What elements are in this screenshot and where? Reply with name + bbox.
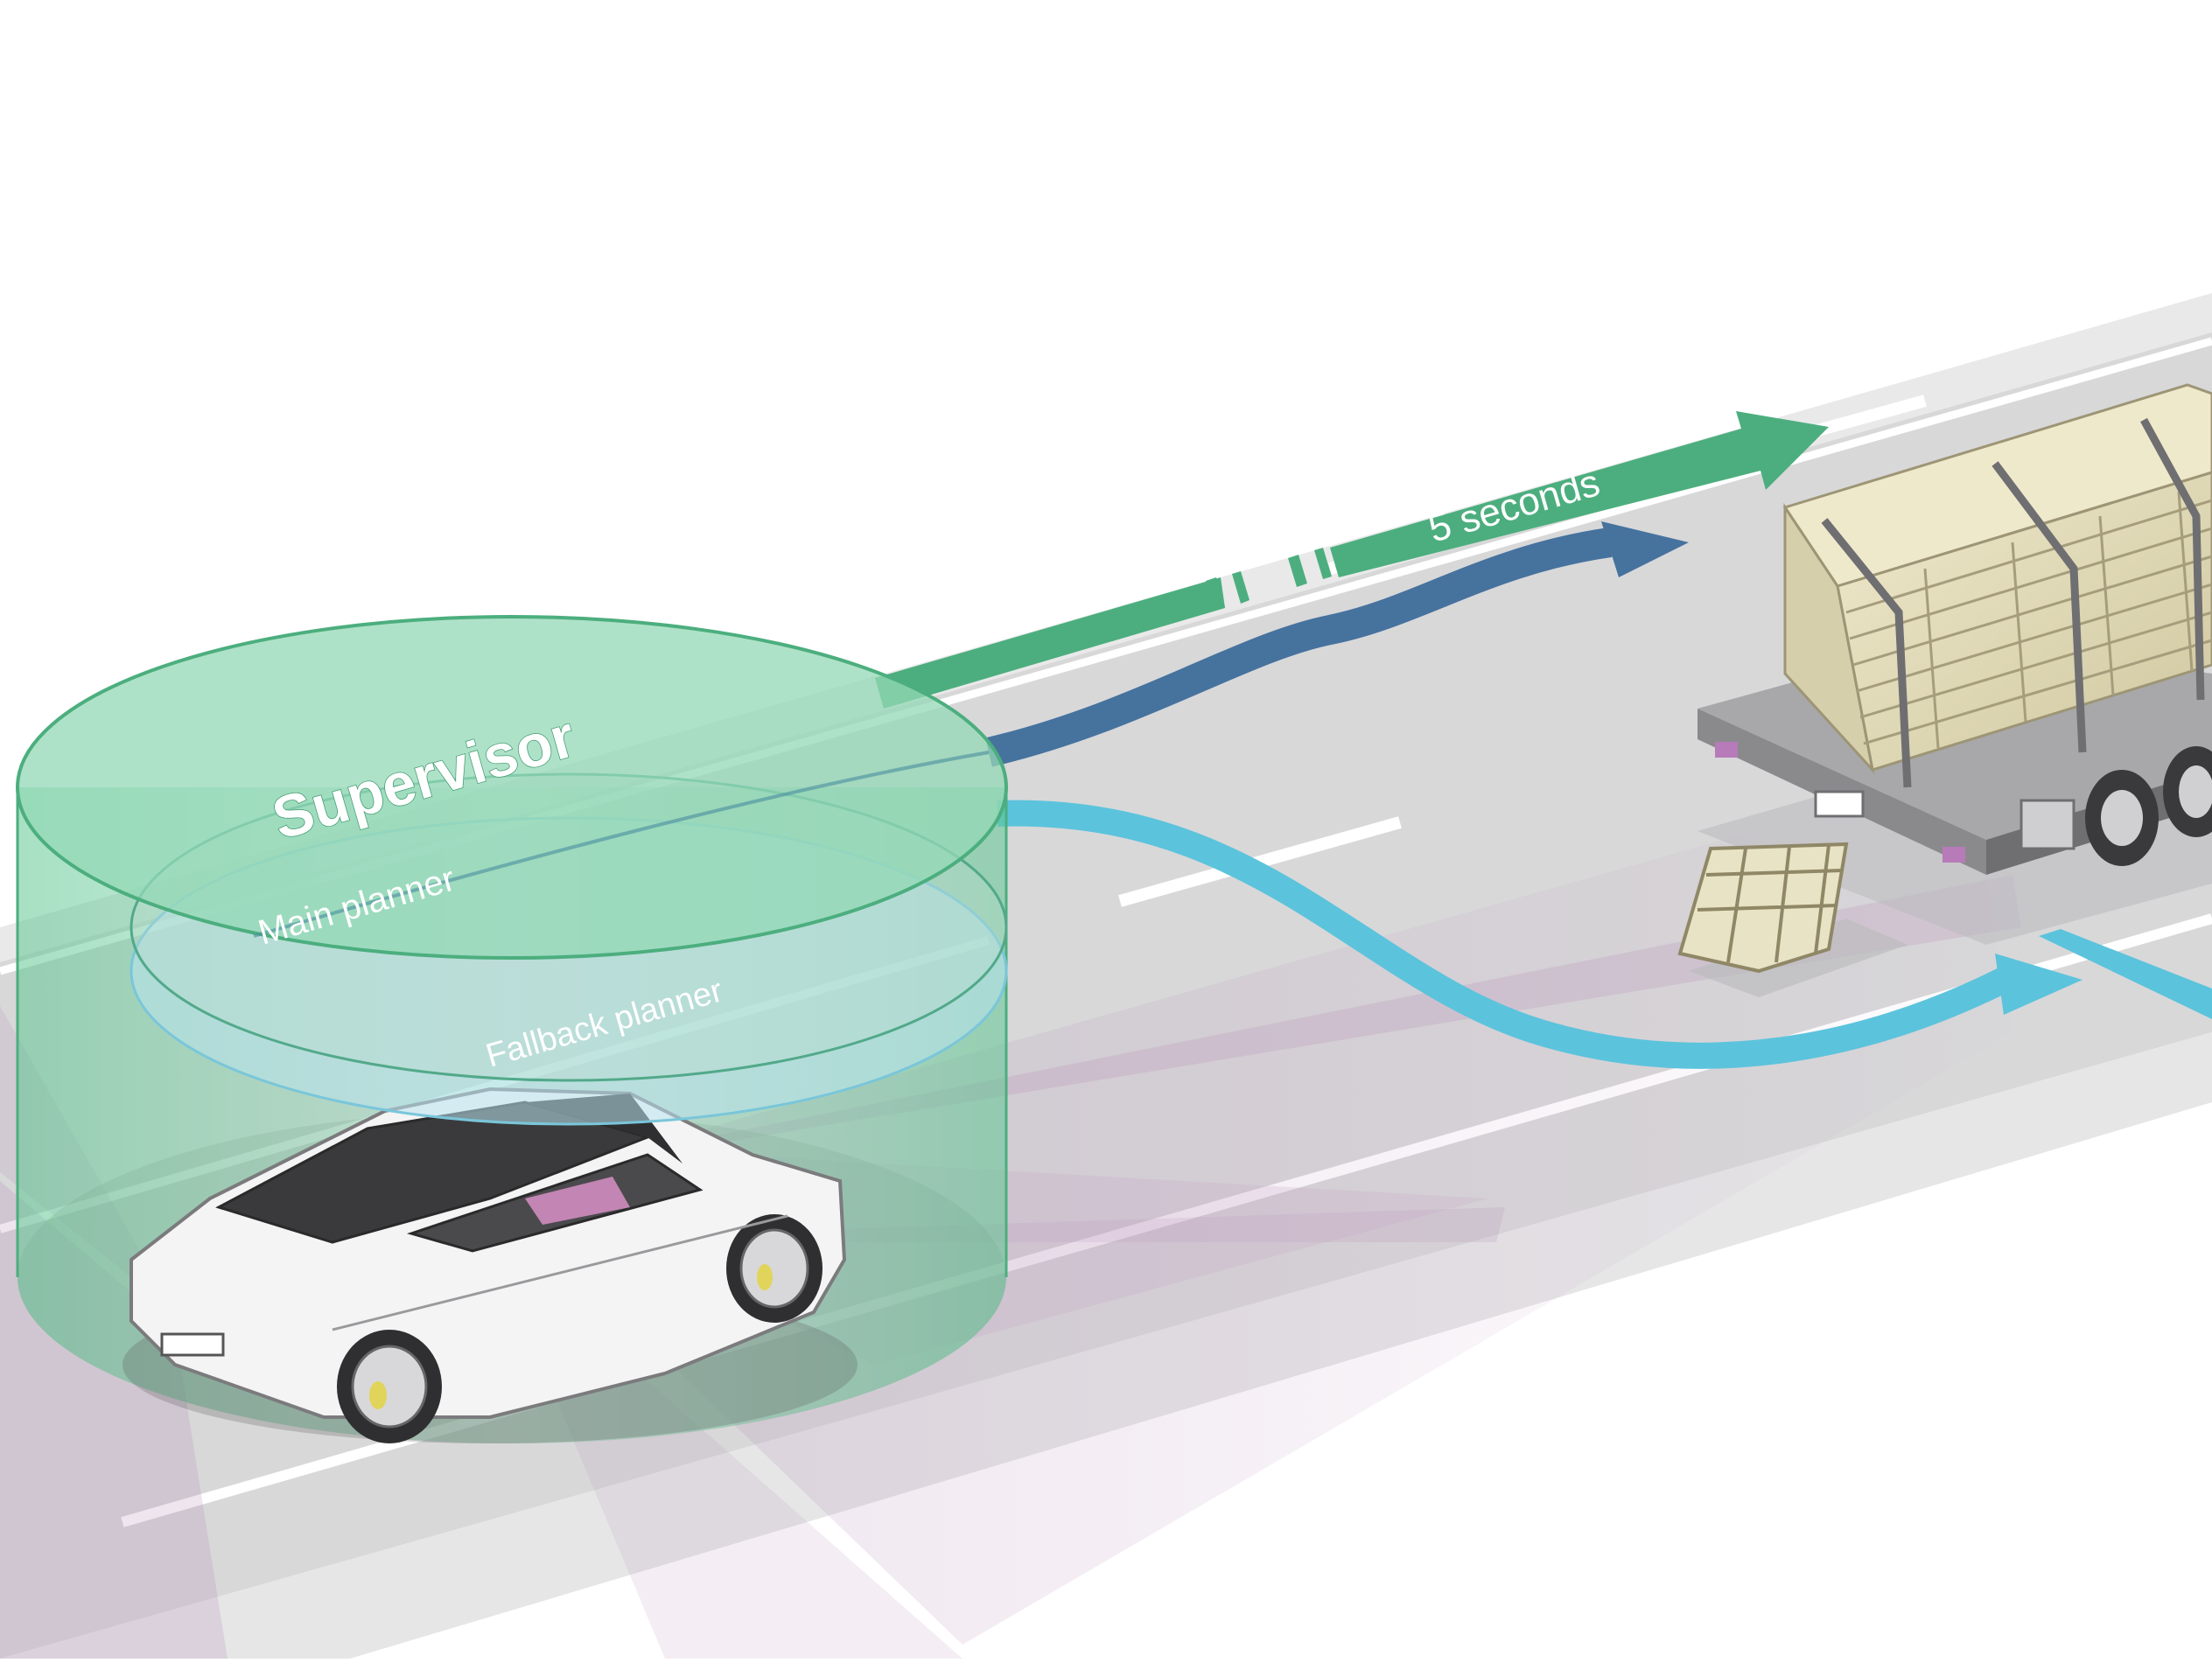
main-planner-path-line	[985, 528, 1613, 767]
pallet-icon	[1677, 842, 1908, 997]
horizon-arrow-break-2	[1232, 571, 1250, 604]
fallback-lane-arrow	[2039, 929, 2212, 1019]
dropped-pallet-slats	[1697, 844, 1843, 963]
car-license-plate	[160, 1332, 225, 1357]
car-wheel-front-rim	[739, 1228, 809, 1309]
car-wheel-front-caliper	[757, 1264, 773, 1290]
sensor-cone-front-wide	[490, 770, 2012, 1645]
truck-license-plate	[1814, 790, 1865, 818]
horizon-arrow	[875, 411, 1829, 709]
truck-toolbox	[2020, 799, 2076, 850]
car-icon	[122, 1087, 858, 1443]
car-interior	[525, 1177, 630, 1225]
supervisor-top-divider	[253, 751, 990, 938]
supervisor-cylinder: Supervisor Main planner Fallback planner	[16, 615, 1008, 1443]
car-side-line	[332, 1214, 788, 1331]
horizon-arrow-break-1	[1206, 577, 1225, 611]
horizon-arrow-segment-1	[875, 577, 1225, 709]
fallback-planner-arrowhead	[1995, 954, 2082, 1015]
truck-wheel-2-hub	[2179, 765, 2212, 818]
car-wheels	[337, 1214, 822, 1443]
main-planner-arrowhead	[1601, 521, 1689, 577]
truck-tail-light-left	[1715, 742, 1738, 758]
car-wheel-rear-rim	[351, 1345, 428, 1429]
horizon-arrow-break-4	[1314, 548, 1332, 579]
fallback-planner-path	[997, 800, 2212, 1069]
truck-tail-light-right	[1942, 847, 1965, 863]
supervisor-top-disc	[16, 615, 1008, 960]
horizon-arrow-break-3	[1288, 555, 1307, 587]
horizon-arrow-segment-2	[1330, 411, 1829, 577]
pallet-stack-straps	[1821, 417, 2205, 788]
main-planner-path	[985, 521, 1689, 767]
pallet-stack	[1782, 383, 2212, 788]
truck-wheels	[2085, 746, 2212, 866]
pallet-stack-slats	[1845, 491, 2212, 749]
fallback-planner-path-line	[997, 800, 2010, 1069]
car-wheel-rear-caliper	[369, 1381, 387, 1409]
truck-wheel-1-hub	[2101, 790, 2143, 846]
pallet-stack-side	[1783, 503, 1875, 774]
